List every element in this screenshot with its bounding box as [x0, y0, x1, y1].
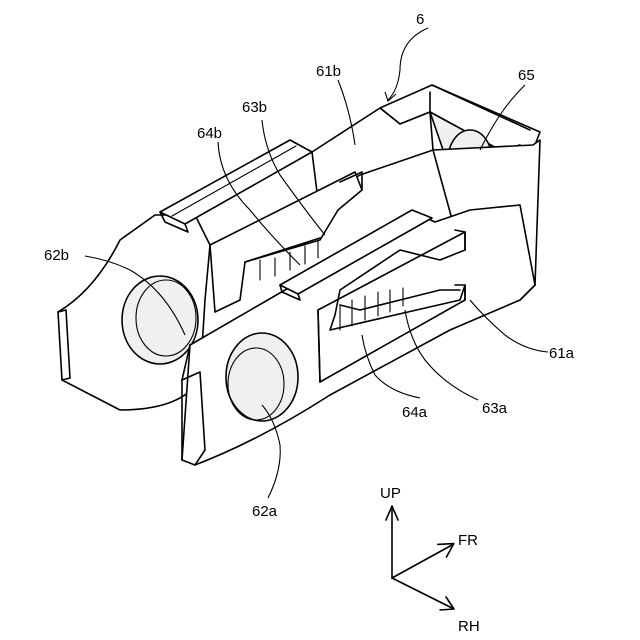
label-65: 65 — [518, 67, 535, 84]
label-61b: 61b — [316, 63, 341, 80]
label-63a: 63a — [482, 400, 508, 417]
label-64a: 64a — [402, 404, 428, 421]
label-61a: 61a — [549, 345, 575, 362]
hole-62a — [226, 333, 298, 421]
axis-labels: UP FR RH — [380, 485, 480, 635]
axis-rh-label: RH — [458, 618, 480, 635]
hole-62b — [122, 276, 198, 364]
label-64b: 64b — [197, 125, 222, 142]
axis-up-label: UP — [380, 485, 401, 502]
axis-indicator — [386, 506, 454, 610]
label-62a: 62a — [252, 503, 278, 520]
label-62b: 62b — [44, 247, 69, 264]
label-63b: 63b — [242, 99, 267, 116]
axis-fr-label: FR — [458, 532, 478, 549]
label-6: 6 — [416, 11, 424, 28]
